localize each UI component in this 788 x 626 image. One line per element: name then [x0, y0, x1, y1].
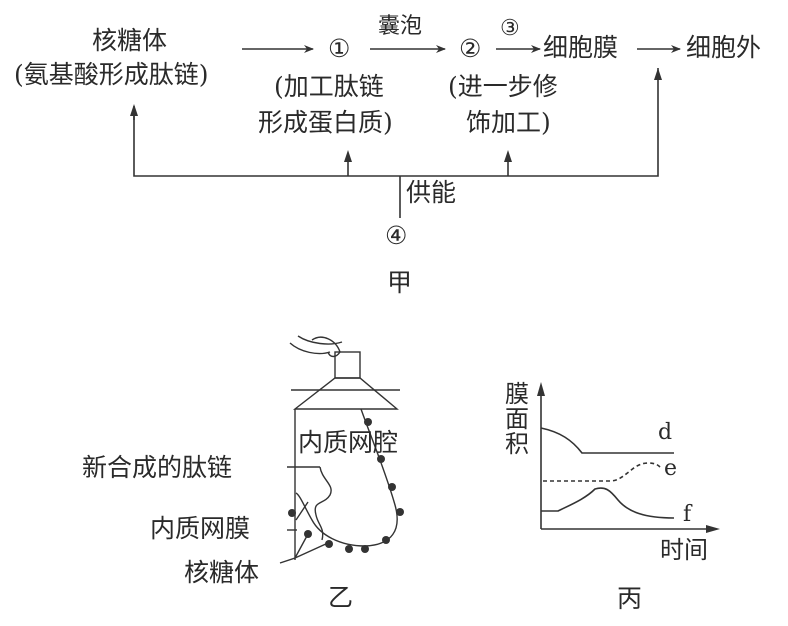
step2-desc-line2: 饰加工)	[466, 108, 551, 137]
step4-marker: ④	[385, 221, 408, 250]
er-membrane-label: 内质网膜	[150, 514, 251, 543]
step3-marker: ③	[500, 16, 520, 41]
vesicle-label: 囊泡	[378, 14, 423, 39]
hand-stroke-2	[297, 335, 343, 345]
er-membrane-outline	[295, 408, 398, 547]
er-membrane-segment	[295, 501, 309, 521]
step2-desc-line1: (进一步修	[448, 72, 558, 101]
step1-marker: ①	[328, 34, 351, 63]
caption-bing: 丙	[617, 584, 643, 613]
x-axis-arrowhead	[706, 525, 720, 533]
step1-desc-line2: 形成蛋白质)	[258, 108, 393, 137]
funnel-cone	[292, 377, 399, 410]
step1-desc-line1: (加工肽链	[274, 72, 384, 101]
series-e-line	[543, 462, 661, 482]
y-axis-label: 膜面积	[505, 380, 529, 459]
caption-yi: 乙	[328, 583, 354, 612]
ribosome-label: 核糖体	[184, 558, 260, 587]
cell-membrane-label: 细胞膜	[543, 33, 619, 62]
leader-ribosome-2	[294, 542, 329, 559]
er-lumen-label: 内质网腔	[298, 428, 399, 457]
series-e-label: e	[664, 456, 678, 481]
caption-jia: 甲	[387, 268, 413, 297]
energy-frame	[133, 68, 659, 177]
arrowhead-2	[504, 150, 512, 162]
series-d-label: d	[658, 420, 673, 445]
ribosome-title: 核糖体	[92, 26, 168, 55]
arrowhead-membrane	[654, 68, 662, 80]
peptide-chain	[314, 466, 332, 541]
funnel-neck	[334, 351, 361, 379]
ribosome-desc: (氨基酸形成肽链)	[14, 60, 209, 89]
arrowhead-ribosome	[130, 104, 138, 116]
chart-bing	[537, 382, 720, 533]
x-axis-label: 时间	[660, 536, 708, 564]
hand-stroke-1	[289, 342, 331, 355]
outside-cell-label: 细胞外	[686, 33, 762, 62]
step2-marker: ②	[459, 34, 482, 63]
leader-ribosome-1	[279, 533, 309, 564]
series-d-line	[540, 427, 674, 454]
series-f-label: f	[683, 502, 692, 527]
series-f-line	[541, 487, 675, 519]
y-axis-arrowhead	[537, 382, 545, 396]
new-peptide-label: 新合成的肽链	[82, 453, 233, 482]
arrowhead-1	[344, 150, 352, 162]
ribosome-dots	[288, 418, 404, 553]
energy-label: 供能	[406, 178, 457, 207]
